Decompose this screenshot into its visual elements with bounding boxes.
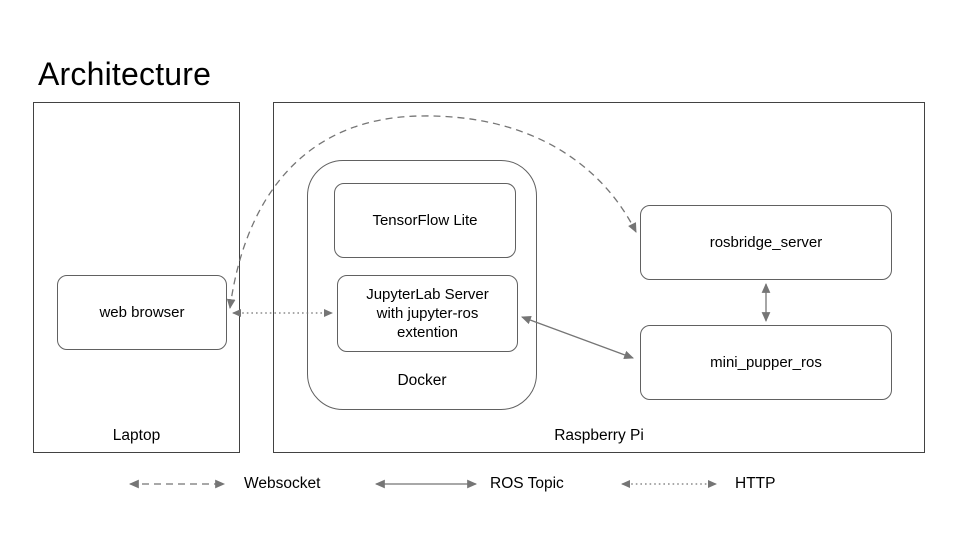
web-browser-label: web browser bbox=[99, 304, 185, 321]
rosbridge-server-node: rosbridge_server bbox=[640, 205, 892, 280]
tensorflow-lite-label: TensorFlow Lite bbox=[372, 212, 478, 229]
raspberry-pi-label: Raspberry Pi bbox=[554, 427, 644, 444]
jupyterlab-server-node: JupyterLab Server with jupyter-ros exten… bbox=[337, 275, 518, 352]
laptop-label: Laptop bbox=[112, 427, 161, 444]
legend-websocket-label: Websocket bbox=[244, 475, 321, 492]
web-browser-node: web browser bbox=[57, 275, 227, 350]
rosbridge-server-label: rosbridge_server bbox=[709, 234, 823, 251]
legend-http-label: HTTP bbox=[735, 475, 776, 492]
page-title: Architecture bbox=[38, 56, 212, 92]
docker-label: Docker bbox=[397, 372, 447, 389]
mini-pupper-ros-node: mini_pupper_ros bbox=[640, 325, 892, 400]
mini-pupper-ros-label: mini_pupper_ros bbox=[710, 354, 822, 371]
tensorflow-lite-node: TensorFlow Lite bbox=[334, 183, 516, 258]
legend-ros-topic-label: ROS Topic bbox=[490, 475, 564, 492]
jupyterlab-server-label: JupyterLab Server with jupyter-ros exten… bbox=[366, 286, 489, 341]
